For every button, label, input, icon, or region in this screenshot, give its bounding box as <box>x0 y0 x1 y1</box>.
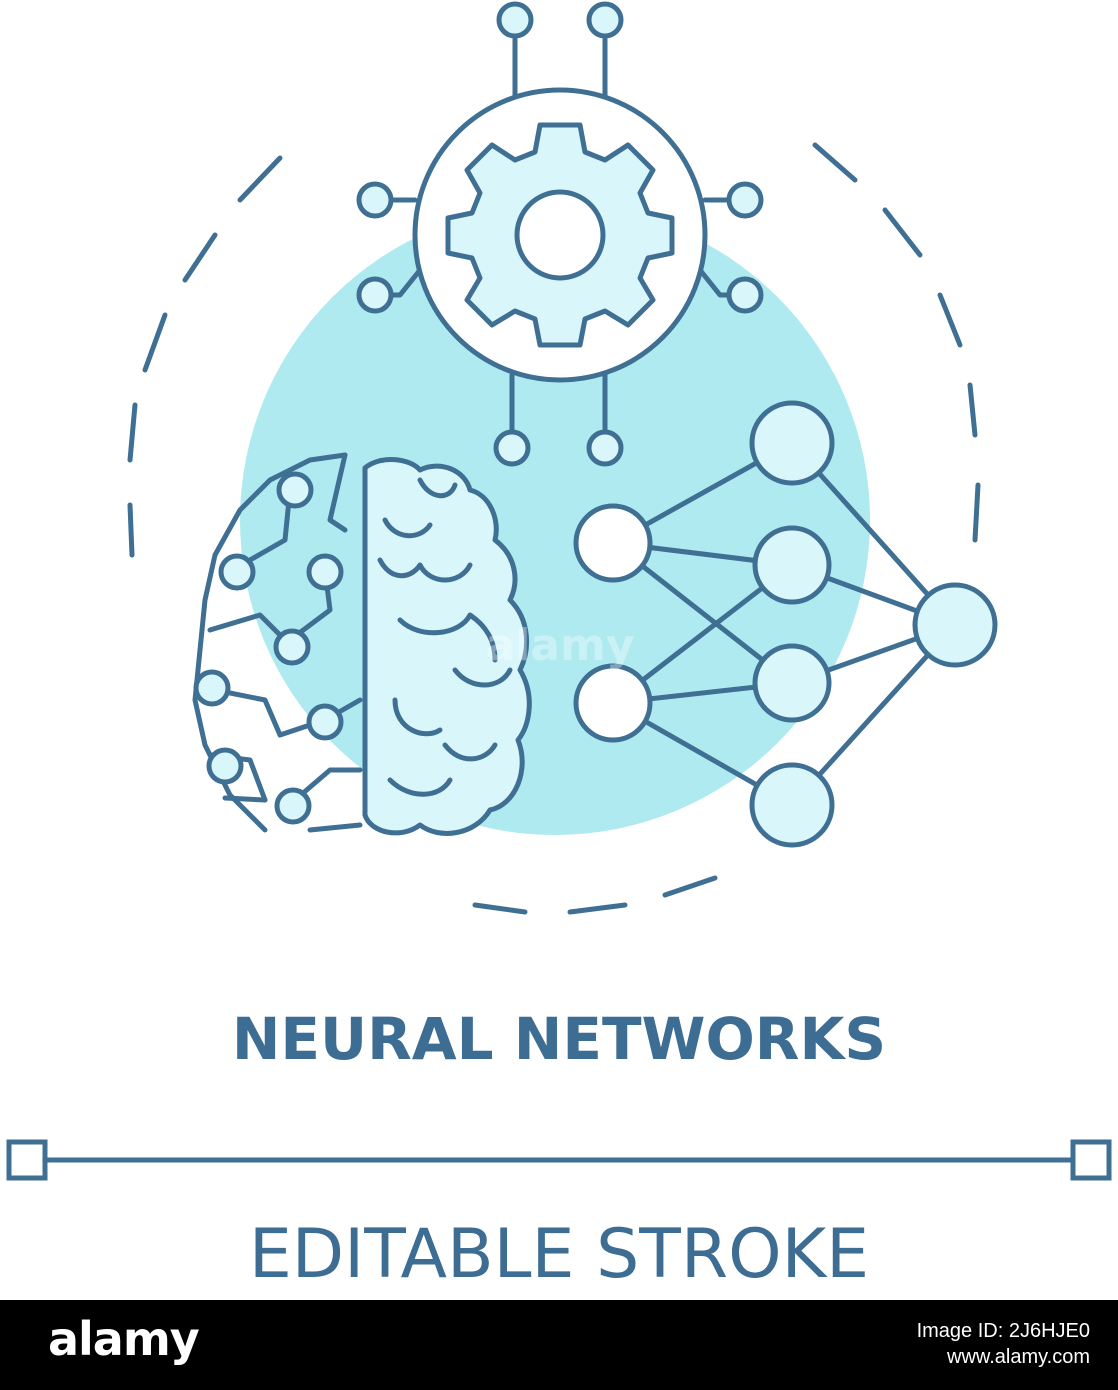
footer-bar: alamy Image ID: 2J6HJE0 www.alamy.com <box>0 1300 1118 1390</box>
gear-icon <box>356 1 764 467</box>
subtitle: EDITABLE STROKE <box>248 1215 870 1294</box>
site-url: www.alamy.com <box>947 1346 1090 1368</box>
editable-stroke-line <box>6 1139 1112 1181</box>
image-id: Image ID: 2J6HJE0 <box>916 1320 1090 1342</box>
title: NEURAL NETWORKS <box>231 1005 887 1073</box>
brain-icon <box>192 452 532 836</box>
watermark: alamy <box>486 620 635 671</box>
neural-networks-illustration: alamy <box>6 1 1112 1181</box>
footer-brand: alamy <box>48 1312 200 1366</box>
network-icon <box>573 400 998 848</box>
footer-meta: Image ID: 2J6HJE0 www.alamy.com <box>917 1318 1090 1370</box>
dashed-ring <box>127 142 981 915</box>
